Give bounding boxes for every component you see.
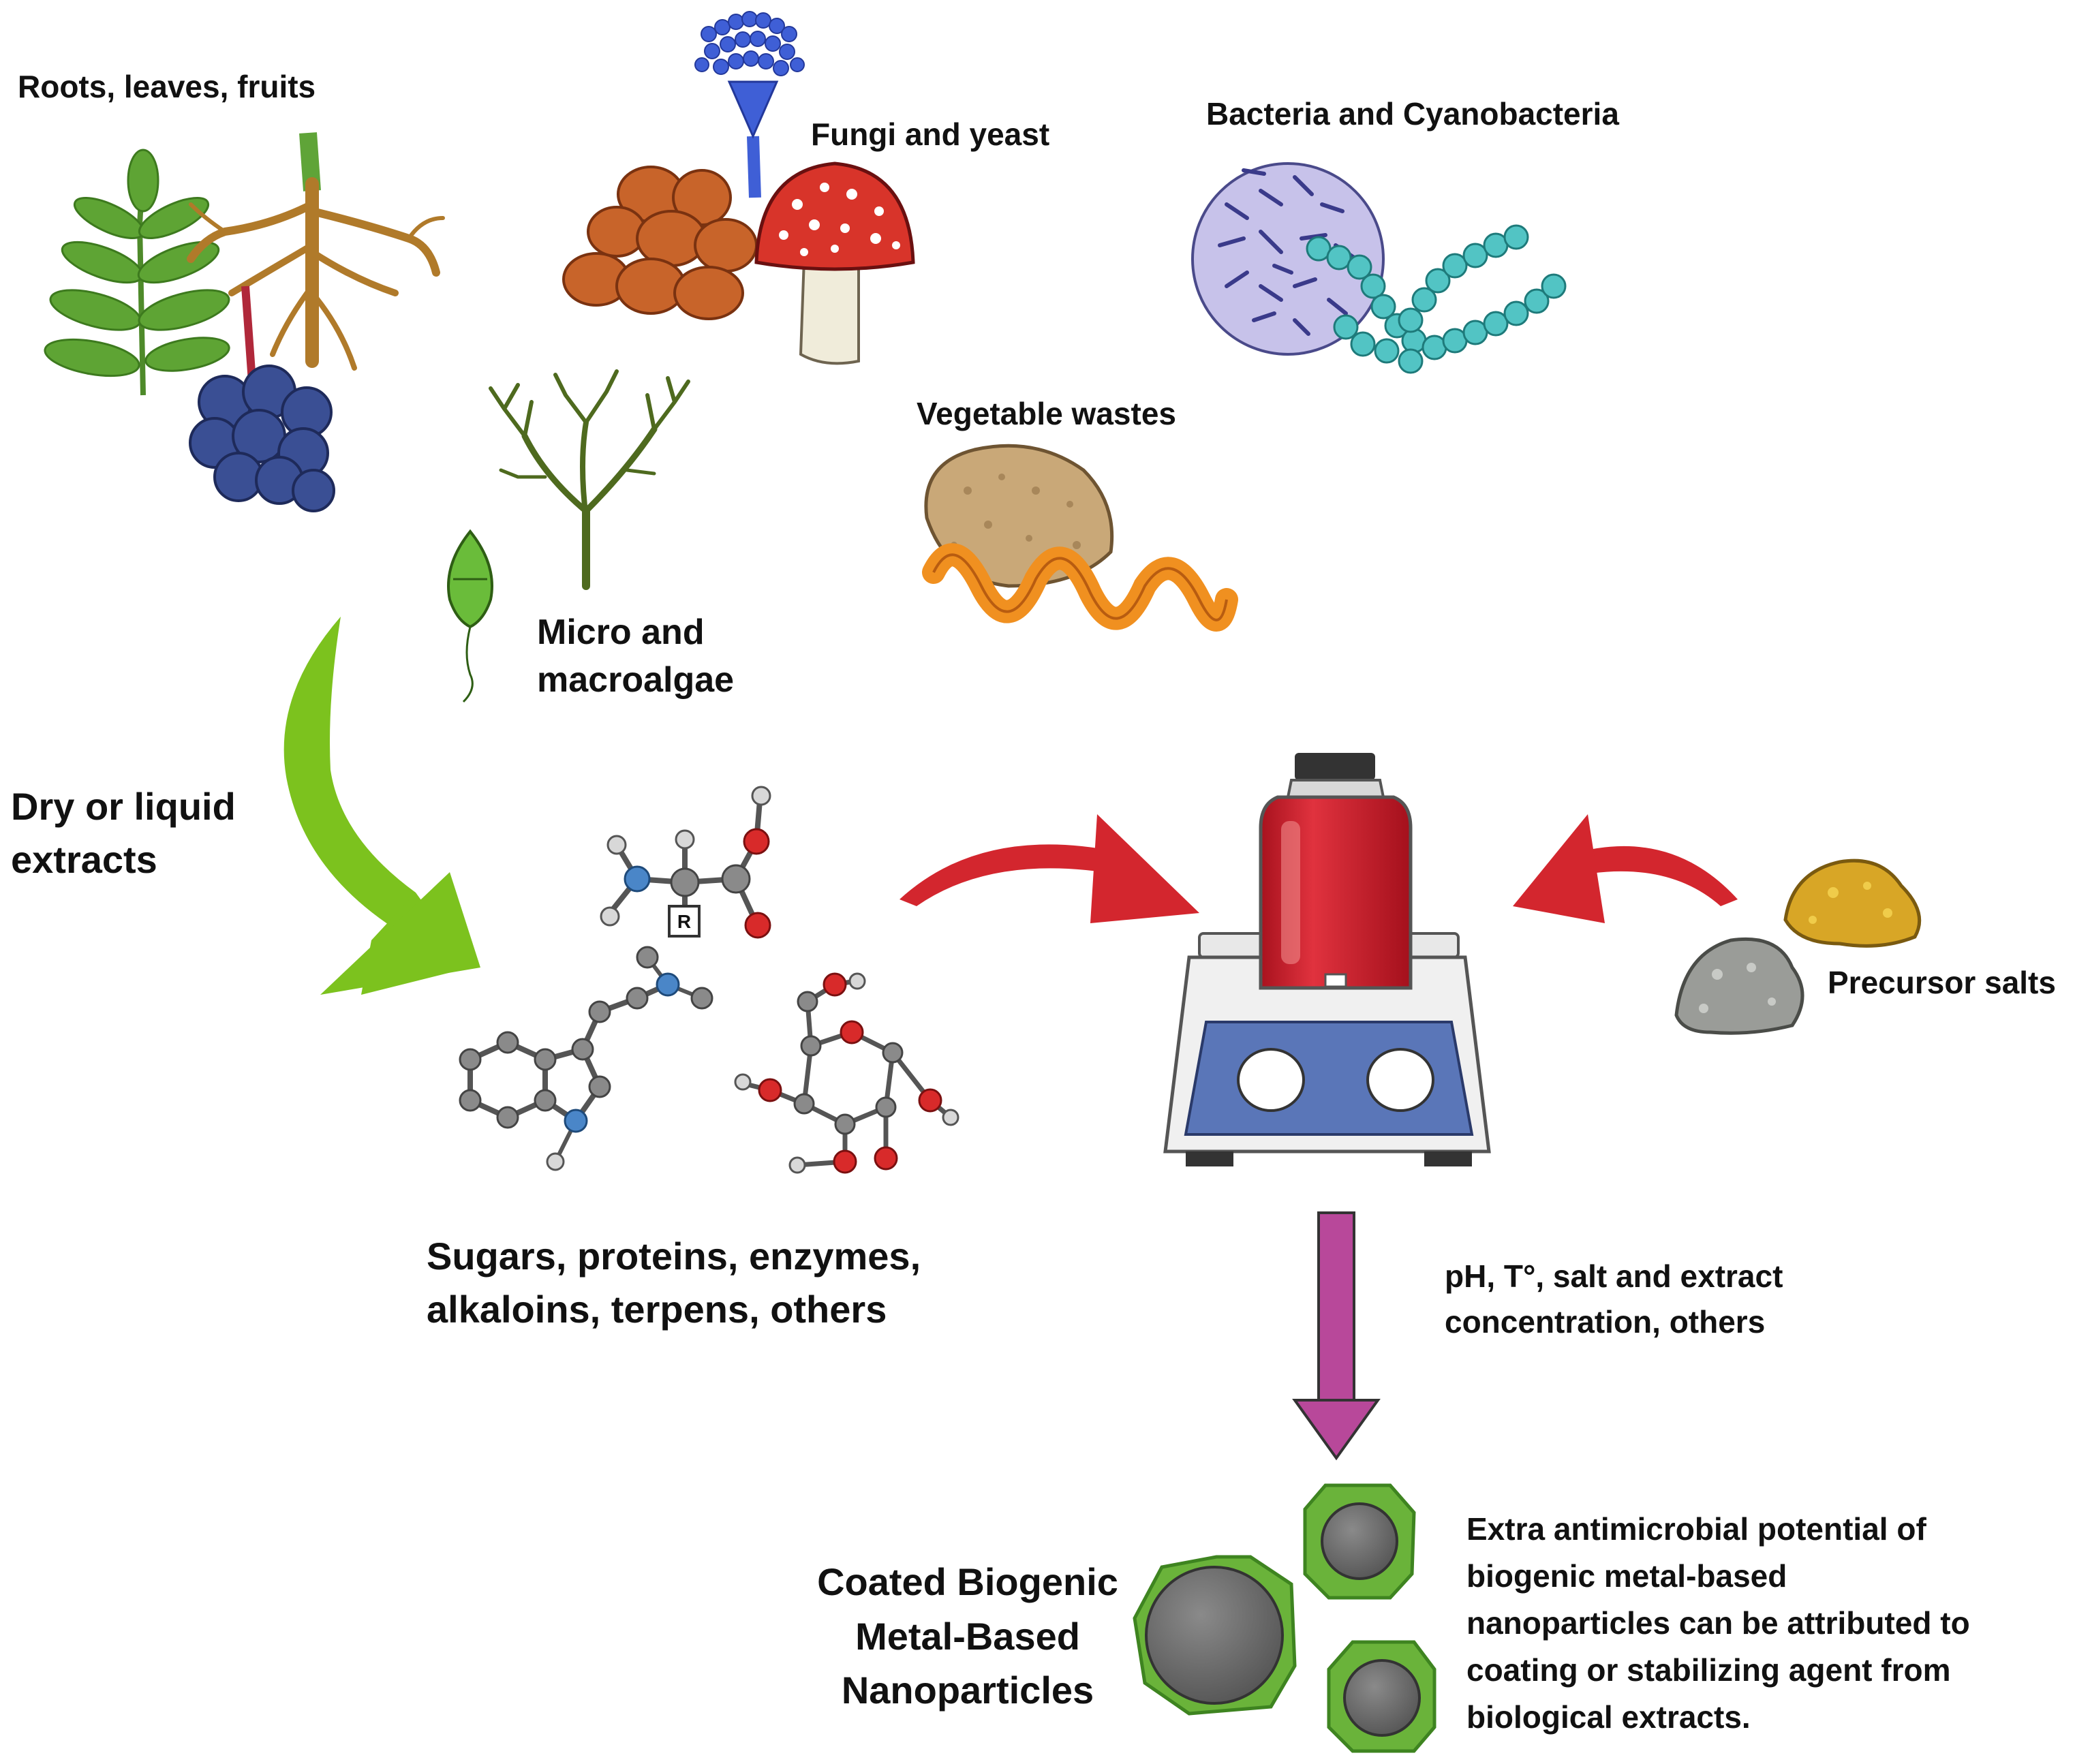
bacteria-cyanobacteria-label: Bacteria and Cyanobacteria: [1206, 96, 1619, 131]
reaction-conditions-line-1: pH, T°, salt and extract: [1445, 1258, 1783, 1294]
nanoparticle-large: [1133, 1555, 1297, 1716]
orange-peel-spiral: [922, 543, 1238, 632]
oxygen-atom: [743, 828, 770, 855]
biomolecules-label-line-1: Sugars, proteins, enzymes,: [427, 1235, 921, 1278]
orange-peel-edge: [932, 553, 1228, 621]
stirrer-knob-left: [1237, 1048, 1305, 1112]
algae-label-line-2: macroalgae: [537, 660, 735, 700]
extracts-label-line-2: extracts: [11, 838, 157, 882]
red-arrow-left-head: [1090, 814, 1199, 923]
bacteria-illustration: [1191, 162, 1567, 374]
gold-nugget-texture: [1809, 882, 1892, 924]
fungi-yeast-illustration: [562, 11, 915, 365]
roots-leaves-fruits-label: Roots, leaves, fruits: [18, 69, 316, 104]
reaction-conditions-label: pH, T°, salt and extract concentration, …: [1445, 1254, 1783, 1344]
red-arrow-left-body: [900, 844, 1124, 906]
microalga-flagellum: [462, 626, 474, 703]
conidia: [694, 11, 805, 76]
yeast-cells: [562, 166, 758, 320]
antimicrobial-note-line-5: biological extracts.: [1466, 1699, 1751, 1735]
nitrogen-atom: [656, 972, 680, 997]
cyanobacteria-chain: [1306, 224, 1567, 374]
stirrer-foot-left: [1186, 1151, 1233, 1166]
r-group-label: R: [677, 911, 691, 932]
stirrer-foot-right: [1424, 1151, 1472, 1166]
mushroom-spots: [779, 183, 900, 256]
antimicrobial-note-line-4: coating or stabilizing agent from: [1466, 1652, 1951, 1688]
jar-neck: [1286, 779, 1385, 799]
extracts-label-line-1: Dry or liquid: [11, 785, 236, 828]
antimicrobial-note-line-2: biogenic metal-based: [1466, 1558, 1787, 1594]
atom: [675, 829, 695, 850]
nanoparticle-core: [1321, 1502, 1398, 1580]
mushroom-cap: [754, 161, 915, 271]
nanoparticles-label-line-1: Coated Biogenic: [817, 1560, 1118, 1603]
vegetable-wastes-illustration: [922, 444, 1238, 632]
red-arrow-right: [1513, 814, 1738, 923]
nitrogen-atom: [564, 1109, 588, 1133]
atom: [751, 786, 771, 806]
atom: [606, 835, 627, 855]
stirrer-knob-right: [1366, 1048, 1434, 1112]
gold-nugget: [1783, 858, 1922, 948]
magenta-arrow-shaft: [1317, 1211, 1355, 1405]
extracts-label: Dry or liquid extracts: [11, 780, 236, 887]
vegetable-wastes-label: Vegetable wastes: [917, 396, 1176, 431]
nanoparticle-core: [1343, 1659, 1421, 1737]
nanoparticles-label: Coated Biogenic Metal-Based Nanoparticle…: [797, 1555, 1138, 1718]
precursor-salts-label: Precursor salts: [1828, 965, 2056, 1000]
red-arrow-right-head: [1513, 814, 1605, 923]
atom: [546, 1152, 565, 1171]
amino-acid-molecule: R: [600, 786, 771, 939]
green-arrow-head-tip: [320, 872, 480, 995]
gray-rock: [1674, 937, 1804, 1035]
red-arrow-right-body: [1561, 846, 1738, 906]
atom: [600, 906, 620, 927]
mushroom-stem: [799, 258, 860, 365]
nanoparticle-core: [1145, 1566, 1284, 1705]
jar-cap: [1295, 753, 1375, 780]
roots: [187, 177, 445, 371]
oxygen-atom: [744, 912, 771, 939]
jar-highlight: [1281, 821, 1300, 964]
antimicrobial-note: Extra antimicrobial potential of biogeni…: [1466, 1506, 1970, 1741]
blueberries: [189, 365, 335, 512]
carbon-atom: [670, 867, 700, 897]
precursor-salts-illustration: [1674, 858, 1922, 1035]
biomolecules-label: Sugars, proteins, enzymes, alkaloins, te…: [427, 1230, 921, 1337]
berry-stem: [241, 285, 256, 382]
nanoparticles-label-line-2: Metal-Based: [855, 1614, 1080, 1658]
nanoparticle-top: [1303, 1483, 1416, 1600]
biomolecules-label-line-2: alkaloins, terpens, others: [427, 1288, 887, 1331]
magenta-down-arrow: [1292, 1211, 1381, 1461]
algae-illustration: [447, 369, 690, 703]
sugar-molecule: [734, 972, 959, 1174]
r-group-box: [668, 905, 701, 938]
green-arrow-body: [283, 617, 416, 933]
magenta-arrow-head: [1292, 1399, 1381, 1461]
alkaloid-molecule: [459, 946, 713, 1171]
reaction-conditions-line-2: concentration, others: [1445, 1303, 1766, 1340]
carbon-atom: [721, 864, 751, 894]
leaves: [44, 149, 230, 377]
roots-leaves-fruits-illustration: [44, 132, 445, 512]
antimicrobial-note-line-3: nanoparticles can be attributed to: [1466, 1605, 1970, 1641]
macroalgae: [489, 369, 690, 590]
fungi-yeast-label: Fungi and yeast: [811, 117, 1050, 152]
jar-stir-bar: [1324, 973, 1347, 988]
green-arrow: [283, 617, 480, 995]
gray-rock-texture: [1699, 963, 1776, 1013]
algae-label-line-1: Micro and: [537, 613, 705, 652]
nanoparticle-bottom: [1327, 1640, 1436, 1753]
red-arrow-left: [900, 814, 1199, 923]
algae-label: Micro and macroalgae: [537, 608, 734, 704]
nanoparticles-label-line-3: Nanoparticles: [841, 1669, 1094, 1712]
antimicrobial-note-line-1: Extra antimicrobial potential of: [1466, 1511, 1926, 1547]
nitrogen-atom: [624, 865, 651, 893]
conidiophore-stalk: [747, 136, 761, 198]
reaction-jar: [1259, 753, 1413, 990]
conidiophore-head: [727, 80, 779, 139]
